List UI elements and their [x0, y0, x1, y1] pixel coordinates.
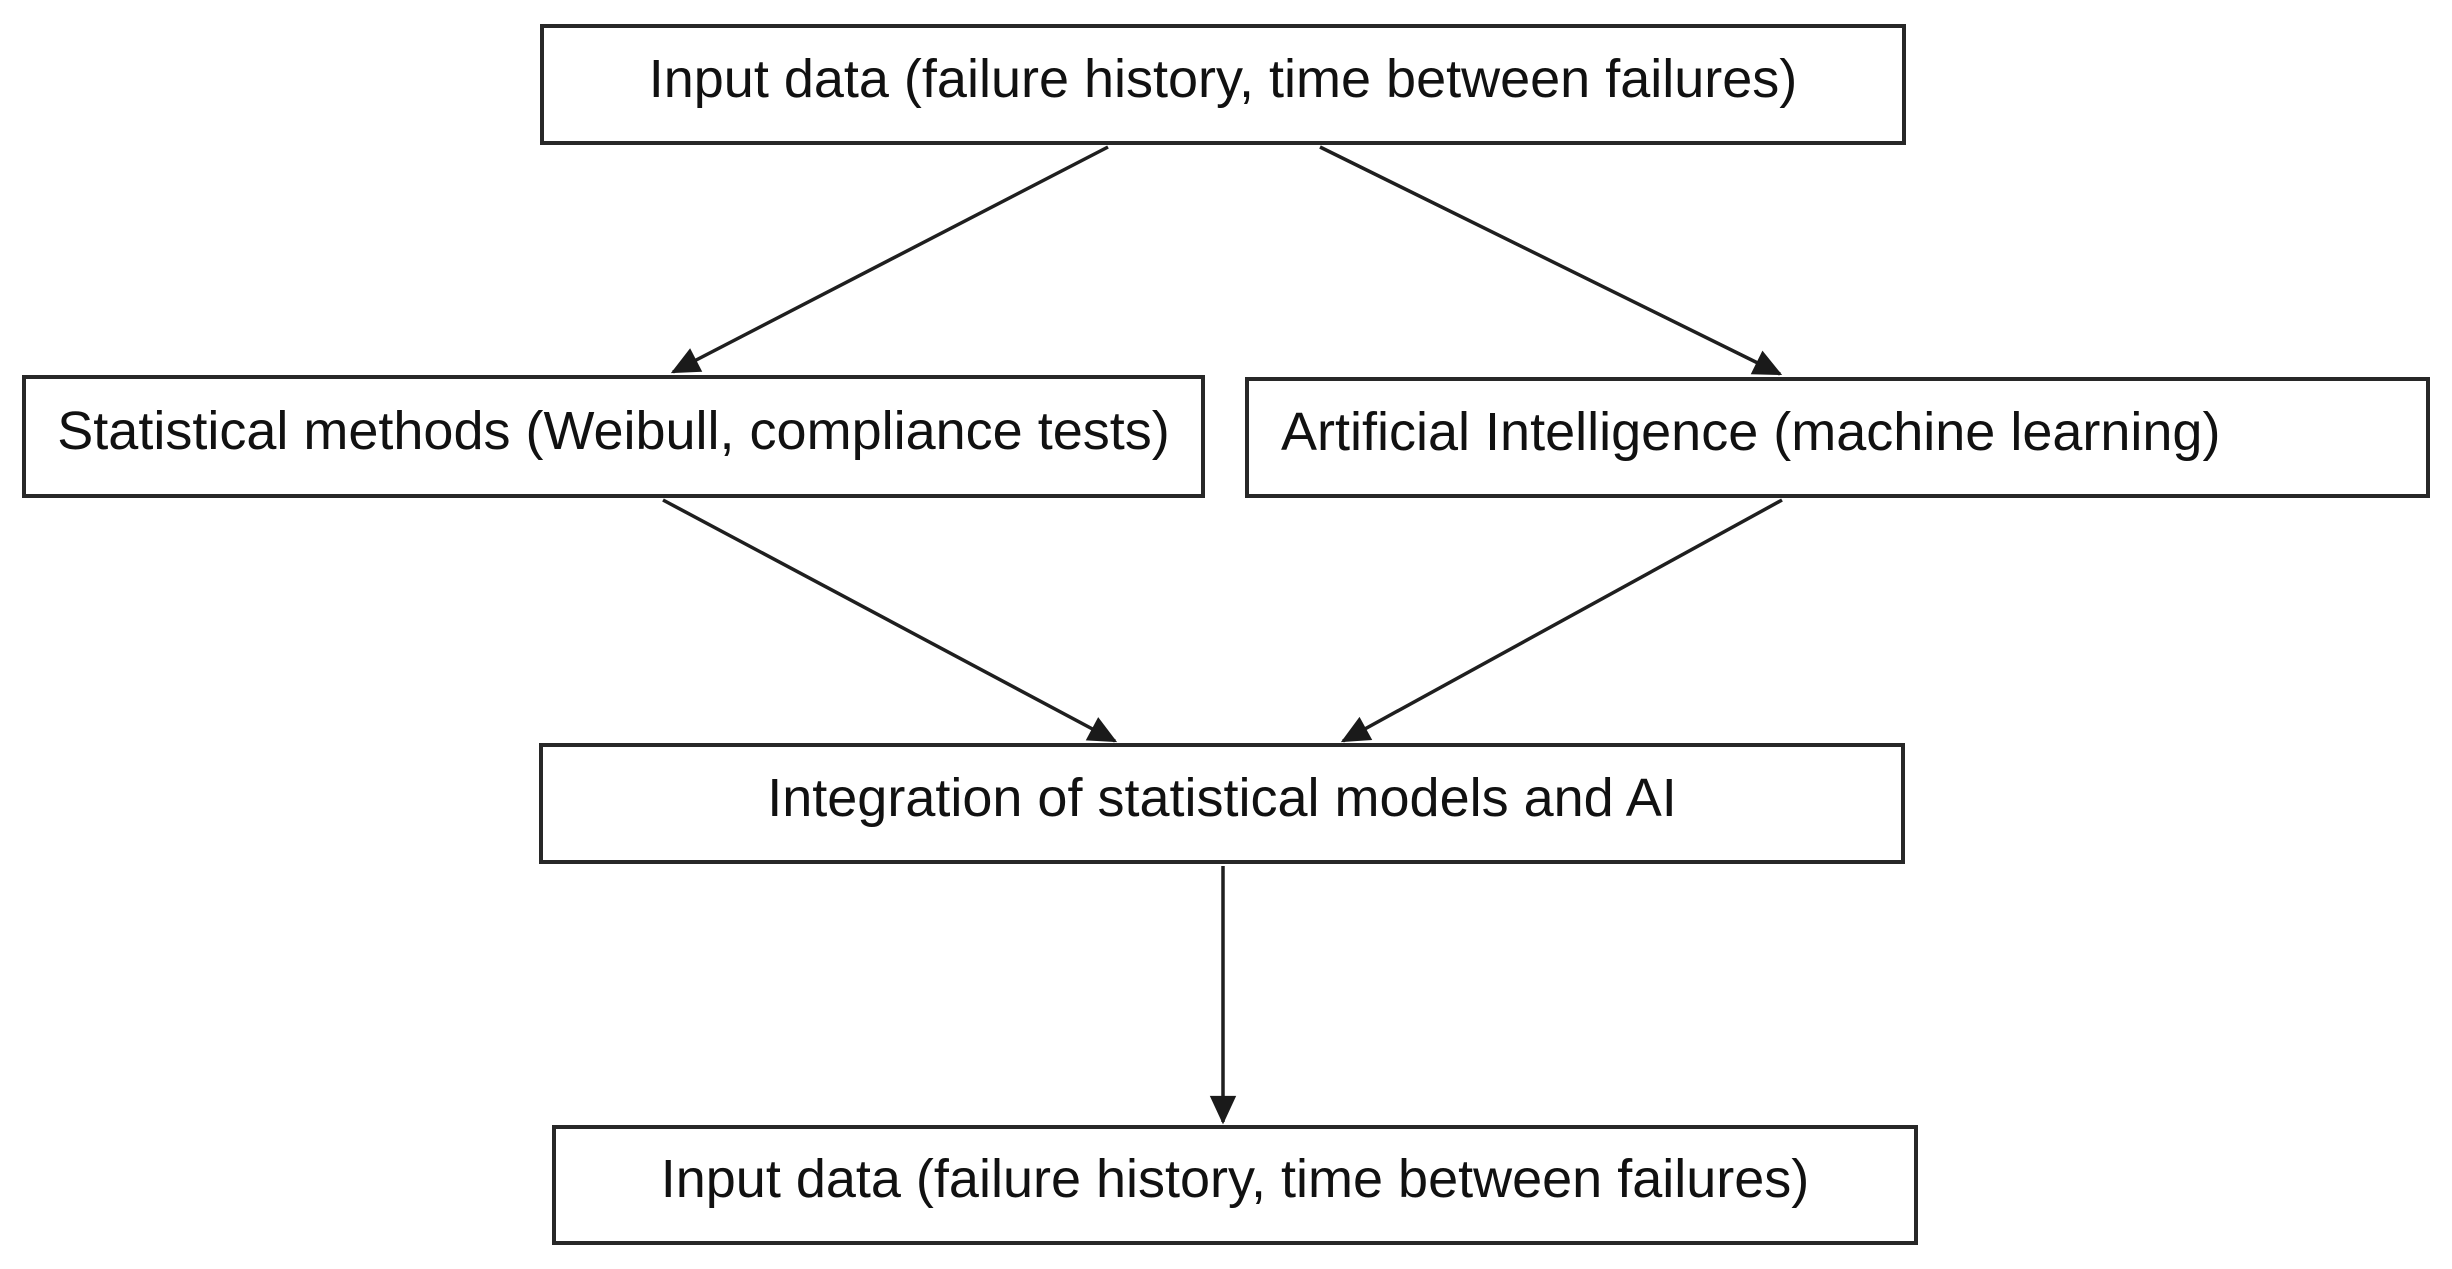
node-label: Input data (failure history, time betwee… [660, 1149, 1810, 1209]
edge-ai-to-integration [1340, 498, 1783, 743]
edge-input-top-to-statistical [670, 145, 1109, 374]
node-label: Statistical methods (Weibull, compliance… [57, 400, 1170, 461]
edge-statistical-to-integration [662, 498, 1118, 743]
node-label: Input data (failure history, time betwee… [648, 48, 1798, 109]
node-label: Integration of statistical models and AI [767, 767, 1677, 828]
node-integration: Integration of statistical models and AI [539, 743, 1905, 864]
node-input-data-top: Input data (failure history, time betwee… [540, 24, 1906, 145]
node-label: Artificial Intelligence (machine learnin… [1281, 401, 2221, 462]
node-statistical-methods: Statistical methods (Weibull, compliance… [22, 375, 1205, 498]
node-artificial-intelligence: Artificial Intelligence (machine learnin… [1245, 377, 2430, 498]
node-input-data-bottom: Input data (failure history, time betwee… [552, 1125, 1918, 1245]
edge-input-top-to-ai [1319, 145, 1783, 376]
